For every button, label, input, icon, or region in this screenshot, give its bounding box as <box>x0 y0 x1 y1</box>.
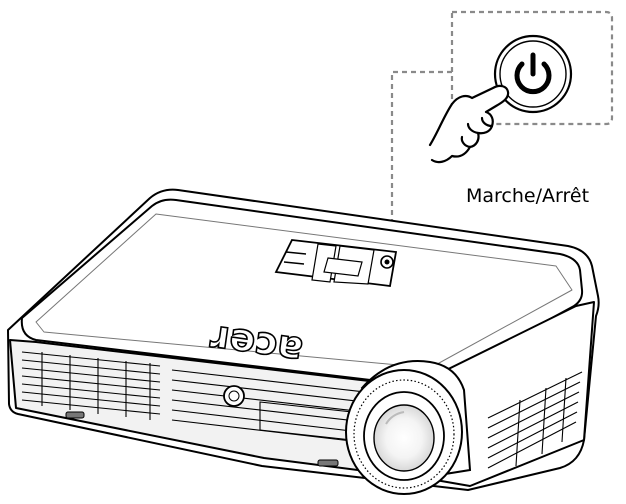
power-icon <box>514 52 552 95</box>
side-vent-grille <box>487 371 583 469</box>
front-sensor <box>223 385 245 407</box>
power-button <box>380 255 394 269</box>
projector-body <box>7 188 600 491</box>
projection-lens <box>345 369 463 495</box>
pointing-hand-icon <box>428 84 510 164</box>
power-caption: Marche/Arrêt <box>466 185 589 207</box>
projector-feet <box>65 411 339 467</box>
front-vent-grille <box>21 351 401 443</box>
power-button-enlarged <box>493 34 573 114</box>
control-panel <box>274 239 398 287</box>
